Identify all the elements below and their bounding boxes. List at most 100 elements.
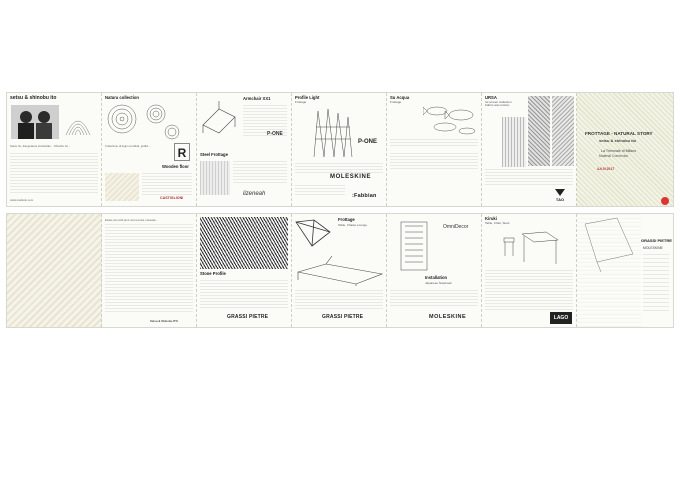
panel-profile-light: Profile Light Frottage P-ONE MOLESKINE :…	[292, 93, 387, 206]
panel-designers: setsu & shinobu ito Setsu Ito, disegnato…	[7, 93, 102, 206]
steel-frottage-title: Steel Frottage	[200, 152, 228, 157]
panel-frottage-lounge: Frottage Table, Chaise Lounge GRASSI PIE…	[292, 214, 387, 327]
designers-url[interactable]: www.studioito.com	[10, 198, 34, 202]
notebook-stack-icon	[400, 221, 428, 271]
installation-text-lines	[390, 290, 478, 308]
moleskine-logo: MOLESKINE	[330, 174, 372, 180]
p-one-logo: P-ONE	[358, 139, 378, 145]
omnidecor-logo: OmniDecor	[443, 224, 469, 230]
designers-bio: Setsu Ito, disegnatore industriale... Sh…	[10, 144, 71, 148]
geometric-sketch	[294, 218, 334, 248]
cover-partner: Material Connexion	[599, 154, 629, 158]
brochure-outside-sheet: setsu & shinobu ito Setsu Ito, disegnato…	[6, 92, 674, 207]
grassi-pietre-logo-3: GRASSI PIETRE	[641, 238, 672, 243]
cover-venue: La Triennale di Milano	[601, 149, 637, 153]
ursa-fabric-2	[552, 96, 574, 166]
fish-sketch	[422, 101, 477, 137]
table-chair-icon	[503, 231, 559, 264]
panel-cover: FROTTAGE - NATURAL STORY setsu & shinobu…	[577, 93, 673, 206]
lamp-sketch	[308, 107, 354, 159]
cover-designers: setsu & shinobu ito	[599, 138, 637, 143]
profile-light-sub: Frottage	[295, 99, 307, 104]
logo-r-mark: R	[174, 143, 190, 161]
profile-text-lines-2	[295, 185, 345, 197]
profile-text-lines	[295, 163, 383, 173]
panel-stone-profile: Stone Profile GRASSI PIETRE	[197, 214, 292, 327]
lounge-sketch	[296, 252, 384, 286]
armchair-text-lines	[243, 105, 287, 137]
portrait-graphic	[11, 105, 59, 139]
grassi-pietre-logo-2: GRASSI PIETRE	[322, 314, 364, 320]
steel-sample-swatch	[200, 161, 230, 195]
frottage-sub: Table, Chaise Lounge	[338, 223, 368, 227]
lizeneah-logo: lizeneah	[243, 191, 266, 197]
kiruki-text-lines	[485, 270, 573, 310]
moleskine-logo-2: MOLESKINE	[429, 314, 467, 320]
p-one-logo-small: P-ONE	[267, 131, 283, 137]
grassi-pietre-logo: GRASSI PIETRE	[227, 314, 269, 320]
stone-profile-title: Stone Profile	[200, 271, 226, 276]
wooden-floor-title: Wooden floor	[162, 164, 189, 169]
panel-intro-text: Esiste da molti anni una tecnica manuale…	[102, 214, 197, 327]
cover-date: 4-9.IV.2017	[597, 167, 615, 171]
wood-sample-swatch	[105, 173, 139, 201]
installation-title: Installation	[425, 275, 448, 280]
stone-frottage-image	[200, 217, 288, 269]
credits-sketch-area	[577, 214, 641, 327]
credits-moleskine: MOLESKINE	[643, 246, 663, 250]
profile-light-title: Profile Light	[295, 95, 320, 100]
wood-disc-graphic	[107, 104, 180, 140]
panel-ursa: URSA rel screen collection Fabric wax-Co…	[482, 93, 577, 206]
panel-kiruki: Kiruki Table, Chair, Stool LAGO	[482, 214, 577, 327]
chair-icon	[202, 101, 236, 134]
ursa-sub: rel screen collection	[485, 99, 512, 104]
su-acqua-text-lines-2	[390, 153, 478, 169]
intro-body: Esiste da molti anni una tecnica manuale…	[105, 218, 159, 222]
geometric-icon	[295, 219, 331, 247]
panel-intro-texture	[7, 214, 102, 327]
panel-armchair: Armchair XX1 P-ONE Steel Frottage lizene…	[197, 93, 292, 206]
wood-text-lines	[142, 173, 192, 195]
intro-signature: Setsu & Shinobu ITO	[150, 319, 178, 323]
chaise-lounge-icon	[297, 255, 384, 286]
fish-icon	[422, 106, 476, 135]
ursa-body: Fabric wax-Cotton	[485, 103, 510, 108]
frottage-title: Frottage	[338, 217, 355, 222]
triennale-mark-icon	[661, 197, 669, 205]
ursa-fabric-1	[528, 96, 550, 166]
castiglioni-logo: CASTIGLIONI	[160, 196, 184, 200]
lounge-text-lines	[295, 290, 383, 310]
chair-outline-icon	[584, 217, 634, 273]
credits-text-lines	[643, 254, 669, 312]
su-acqua-sub: Frottage	[390, 99, 402, 104]
panel-natura: Natura collection Collezione di legni ed…	[102, 93, 197, 206]
installation-sub: Japanese Notebook	[425, 281, 452, 285]
tao-logo-label: TAO	[555, 197, 565, 202]
tao-mark-icon	[555, 189, 565, 196]
natura-body: Collezione di legni ed effetti, grafici.…	[105, 144, 151, 148]
ursa-text-lines	[485, 169, 573, 187]
panel-su-acqua: Su Acqua Frottage	[387, 93, 482, 206]
tao-logo: TAO	[550, 189, 570, 203]
armchair-sketch	[199, 97, 239, 137]
designers-title: setsu & shinobu ito	[10, 95, 57, 101]
bio-text-lines	[10, 153, 98, 193]
panel-installation: OmniDecor Installation Japanese Notebook…	[387, 214, 482, 327]
intro-text-lines	[105, 224, 193, 314]
lamp-icon	[313, 108, 353, 158]
armchair-title: Armchair XX1	[243, 96, 271, 101]
panel-credits: GRASSI PIETRE MOLESKINE	[577, 214, 673, 327]
lago-logo: LAGO	[550, 312, 572, 324]
su-acqua-text-lines	[390, 139, 478, 147]
designers-photo	[11, 105, 59, 139]
kiruki-title: Kiruki	[485, 216, 497, 221]
brochure-inside-sheet: Esiste da molti anni una tecnica manuale…	[6, 213, 674, 328]
steel-text-lines	[233, 161, 287, 185]
stone-text-lines	[200, 280, 288, 310]
ursa-title: URSA	[485, 95, 497, 100]
su-acqua-title: Su Acqua	[390, 95, 410, 100]
fingerprint-sketch	[63, 105, 93, 139]
natura-samples	[104, 102, 192, 142]
notebook-sketch	[395, 218, 435, 274]
fingerprint-icon	[65, 120, 91, 136]
